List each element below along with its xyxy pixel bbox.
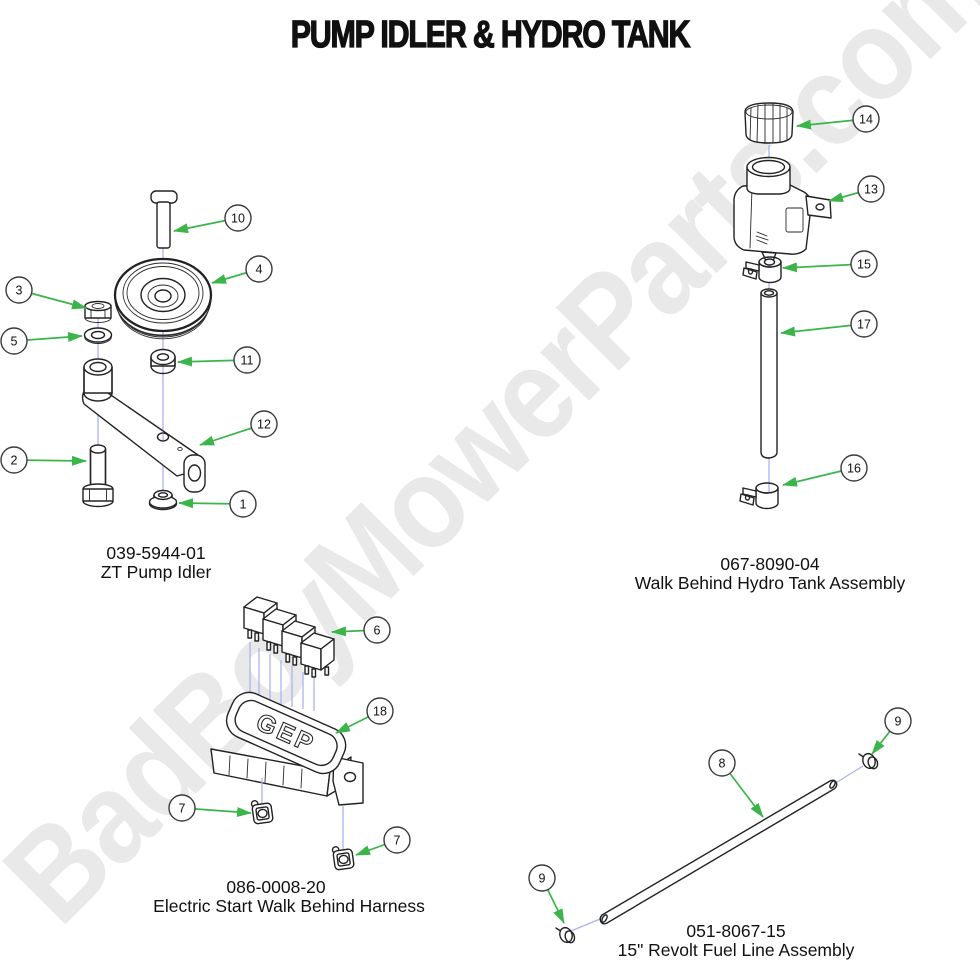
svg-text:1: 1: [240, 498, 247, 512]
standoff-drawing: [83, 358, 113, 402]
callout-8: 8: [708, 749, 764, 818]
callout-9-left: 9: [528, 864, 565, 924]
svg-text:6: 6: [374, 624, 381, 638]
hydro-tank-name: Walk Behind Hydro Tank Assembly: [634, 573, 906, 593]
callout-16: 16: [782, 454, 868, 487]
hydro-tank-part-number: 067-8090-04: [720, 554, 820, 574]
svg-text:10: 10: [231, 212, 245, 226]
svg-text:2: 2: [11, 454, 18, 468]
fuel-line-assembly: [555, 752, 879, 944]
pump-idler-name: ZT Pump Idler: [100, 562, 212, 582]
harness-name: Electric Start Walk Behind Harness: [153, 896, 425, 916]
fuse-box-drawing: GEP: [210, 691, 364, 806]
svg-text:4: 4: [256, 263, 263, 277]
harness-part-number: 086-0008-20: [226, 877, 326, 897]
fuel-clamp-left-drawing: [555, 926, 576, 944]
callout-10: 10: [173, 204, 252, 234]
callout-9-right: 9: [871, 707, 912, 755]
fuel-tube-drawing: [599, 779, 838, 925]
idler-pulley-drawing: [113, 257, 213, 340]
clip-left-drawing: [250, 800, 274, 825]
callout-12: 12: [199, 410, 278, 446]
hydro-tank-assembly: [733, 102, 832, 510]
callout-14: 14: [796, 105, 880, 133]
svg-text:11: 11: [241, 354, 254, 368]
harness-assembly: GEP: [210, 596, 364, 871]
svg-text:7: 7: [394, 834, 401, 848]
svg-text:14: 14: [859, 113, 873, 127]
pump-idler-part-number: 039-5944-01: [106, 543, 206, 563]
svg-text:7: 7: [179, 802, 186, 816]
svg-text:18: 18: [373, 705, 387, 719]
tank-body-drawing: [733, 156, 832, 266]
svg-text:9: 9: [539, 872, 546, 886]
svg-text:5: 5: [11, 335, 18, 349]
tank-cap-drawing: [744, 102, 794, 144]
callout-2: 2: [0, 446, 87, 474]
svg-text:12: 12: [257, 418, 271, 432]
fuel-clamp-right-drawing: [858, 752, 879, 770]
svg-text:13: 13: [864, 183, 878, 197]
tank-tube-drawing: [760, 288, 778, 459]
page-title-text: PUMP IDLER & HYDRO TANK: [290, 13, 691, 56]
svg-text:15: 15: [857, 258, 871, 272]
idler-bolt-drawing: [150, 190, 178, 249]
callout-11: 11: [177, 346, 261, 374]
flange-nut-drawing: [148, 489, 178, 511]
fuel-line-part-number: 051-8067-15: [686, 921, 786, 941]
fuel-line-name: 15" Revolt Fuel Line Assembly: [617, 940, 855, 960]
page-title: PUMP IDLER & HYDRO TANK: [241, 13, 739, 57]
callout-4: 4: [211, 255, 273, 284]
hose-clamp-lower-drawing: [739, 482, 779, 510]
callout-3: 3: [5, 276, 87, 310]
lower-bolt-drawing: [82, 444, 114, 508]
callout-1: 1: [178, 490, 257, 518]
callout-15: 15: [782, 250, 878, 278]
hose-clamp-upper-drawing: [742, 256, 782, 284]
washer-drawing: [83, 327, 113, 344]
top-nut-drawing: [84, 300, 112, 323]
callout-5: 5: [0, 327, 83, 355]
callout-13: 13: [828, 175, 885, 203]
clip-right-drawing: [331, 846, 355, 871]
svg-text:9: 9: [895, 715, 902, 729]
callout-18: 18: [335, 697, 394, 734]
callout-6: 6: [331, 616, 391, 644]
pump-idler-assembly: [81, 190, 213, 511]
spacer-drawing: [150, 348, 176, 375]
callout-17: 17: [780, 310, 878, 338]
callout-7-left: 7: [168, 794, 252, 822]
relay-block-drawing: [243, 596, 335, 678]
svg-text:17: 17: [857, 318, 871, 332]
svg-text:3: 3: [16, 284, 23, 298]
svg-text:8: 8: [719, 757, 726, 771]
callout-7-right: 7: [355, 826, 411, 856]
svg-text:16: 16: [847, 462, 861, 476]
